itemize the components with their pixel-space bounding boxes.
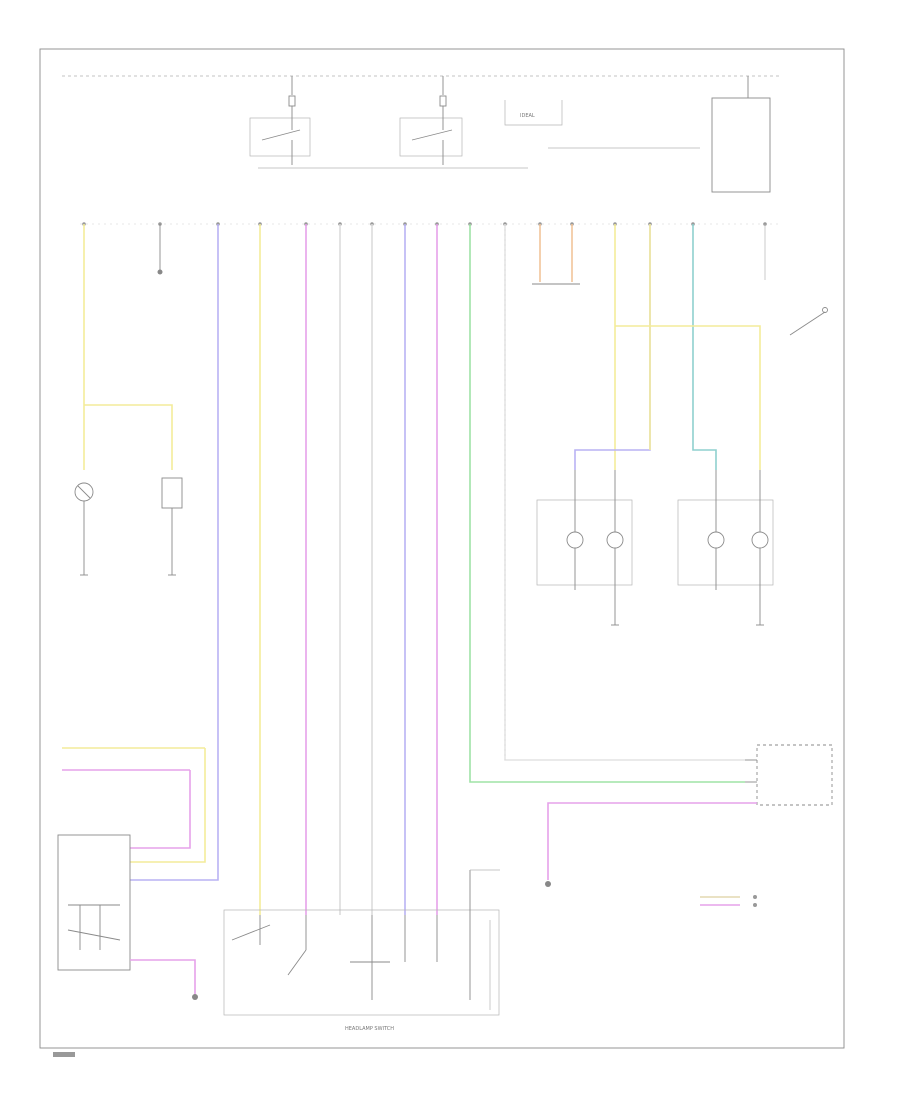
wire-grey-3 xyxy=(504,224,745,761)
wire-yellow-branch xyxy=(84,404,173,470)
lamp-left-2 xyxy=(161,477,183,576)
headlamp-right xyxy=(677,470,774,626)
ideal-note: IDEAL xyxy=(520,113,535,119)
ground-160 xyxy=(157,224,163,275)
wire-blue-1 xyxy=(130,224,219,881)
headlamp-switch: HEADLAMP SWITCH xyxy=(223,869,500,1032)
connector-pins xyxy=(82,222,767,226)
headlamp-left xyxy=(536,470,633,626)
multifunction-module xyxy=(745,744,833,806)
wire-teal xyxy=(692,224,717,470)
fuse-marker-3 xyxy=(711,76,771,193)
diagram-frame xyxy=(39,48,845,1049)
wire-blue-3 xyxy=(574,224,651,470)
cluster-lines xyxy=(700,895,757,907)
ground-548 xyxy=(545,881,551,887)
wire-yellow-5 xyxy=(615,325,761,470)
fuse-marker-1 xyxy=(288,76,296,107)
page-marker xyxy=(53,1052,75,1057)
ideal-note-box: IDEAL xyxy=(504,100,563,126)
relay-middle xyxy=(399,106,463,165)
wire-magenta-3 xyxy=(547,802,757,880)
lamp-left-1 xyxy=(74,482,94,576)
headlamp-switch-caption: HEADLAMP SWITCH xyxy=(345,1026,394,1032)
right-switch xyxy=(789,307,828,336)
relay-left xyxy=(249,106,311,165)
fuse-marker-2 xyxy=(439,76,447,107)
wire-green xyxy=(469,224,745,783)
left-sensor-module xyxy=(57,747,206,1000)
